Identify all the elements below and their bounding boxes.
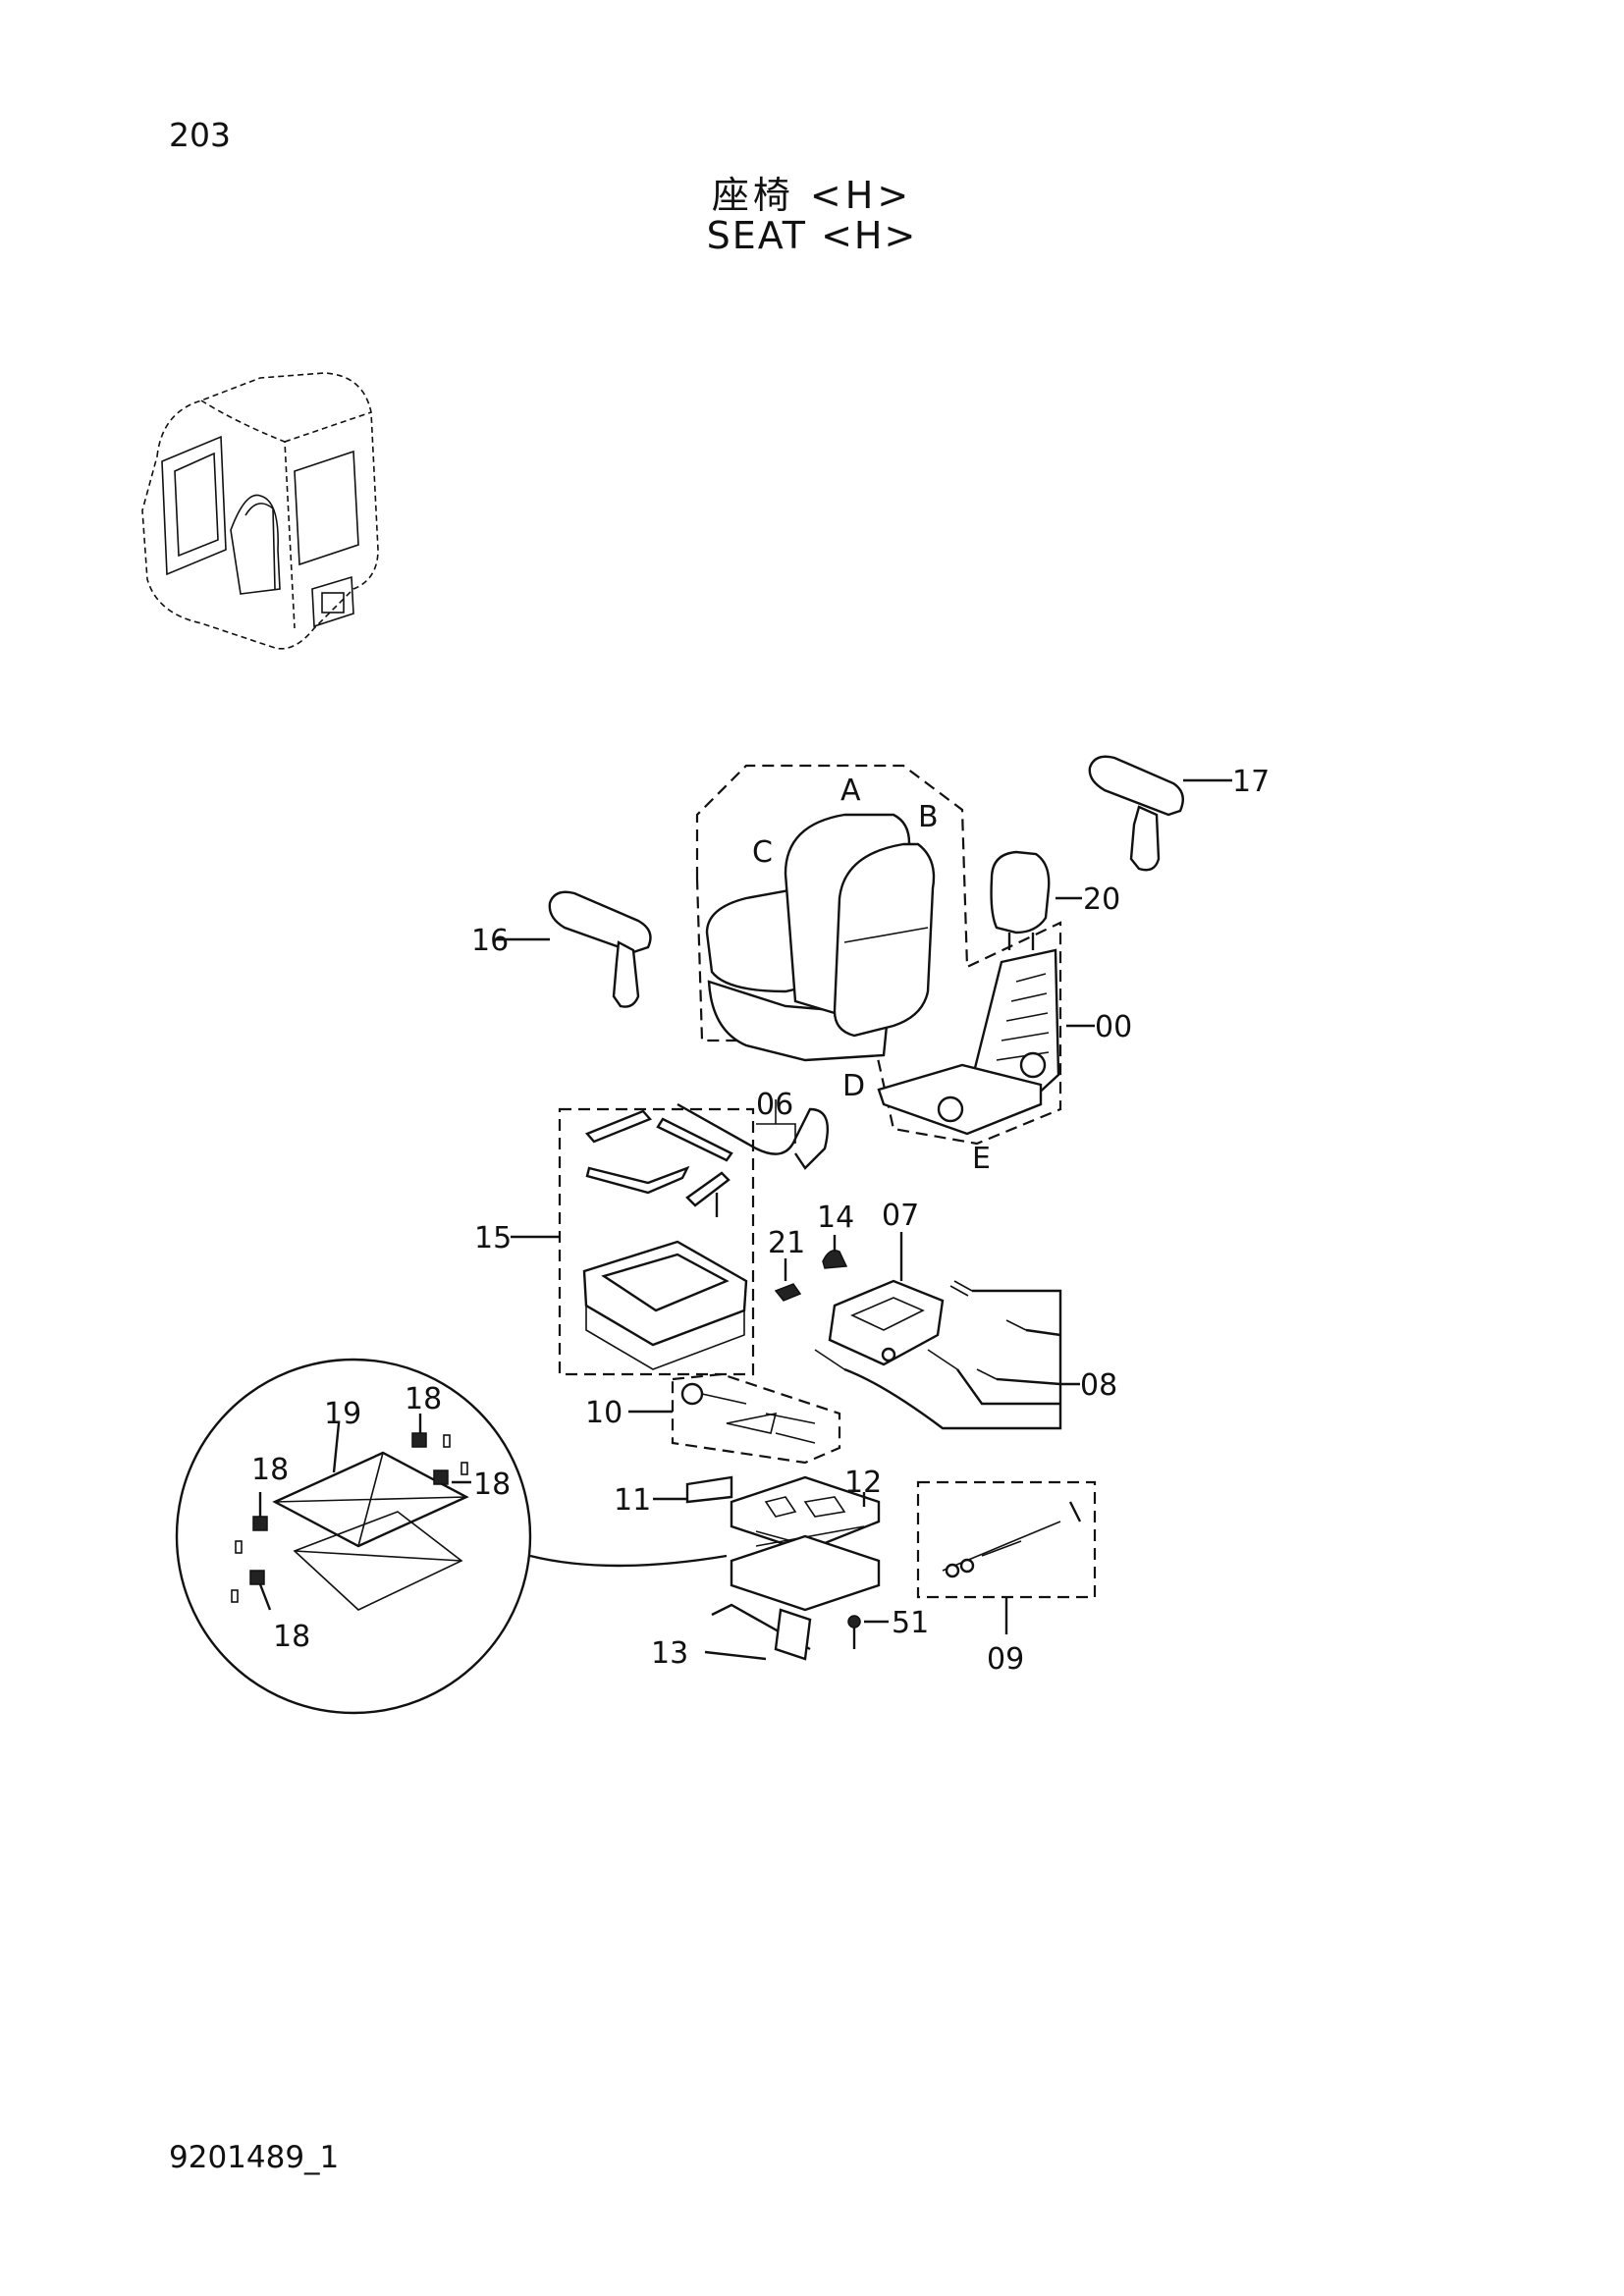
bolt-51: [847, 1615, 889, 1649]
bracket-11: [653, 1475, 733, 1504]
callout-18b: 18: [251, 1453, 289, 1487]
callout-20: 20: [1083, 882, 1120, 917]
callout-C: C: [752, 835, 773, 870]
suspension-12: [730, 1475, 881, 1612]
callout-16: 16: [471, 924, 509, 958]
callout-51: 51: [892, 1606, 929, 1640]
page-number: 203: [169, 116, 231, 154]
document-id: 9201489_1: [169, 2140, 340, 2175]
callout-12: 12: [844, 1466, 882, 1500]
callout-B: B: [918, 800, 939, 834]
detail-circle: [175, 1358, 728, 1715]
hardware-kit-09: [916, 1480, 1097, 1634]
callout-07: 07: [882, 1199, 919, 1233]
callout-15: 15: [474, 1221, 512, 1255]
callout-13: 13: [651, 1636, 688, 1671]
title-english: SEAT <H>: [706, 214, 918, 257]
callout-00: 00: [1095, 1010, 1132, 1044]
callout-18c: 18: [473, 1468, 511, 1502]
armrest-right-17: [1056, 755, 1232, 900]
callout-21: 21: [768, 1226, 805, 1260]
callout-06: 06: [756, 1088, 793, 1122]
callout-A: A: [840, 774, 861, 808]
parts-kit-10: [628, 1372, 841, 1465]
bracket-07: [828, 1232, 945, 1366]
callout-08: 08: [1080, 1368, 1117, 1403]
callout-D: D: [842, 1069, 865, 1103]
callout-14: 14: [817, 1201, 854, 1235]
armrest-left-16: [496, 890, 652, 1008]
callout-19: 19: [324, 1397, 361, 1431]
callout-18a: 18: [405, 1382, 442, 1416]
lever-13: [704, 1603, 812, 1661]
callout-17: 17: [1232, 765, 1270, 799]
callout-10: 10: [585, 1396, 623, 1430]
callout-09: 09: [987, 1642, 1024, 1677]
springs-08: [814, 1280, 1080, 1430]
seat-assembly-group: [695, 764, 1095, 1146]
callout-E: E: [972, 1142, 991, 1176]
slide-rail-kit-15: [511, 1107, 755, 1376]
cab-location-thumbnail: [141, 372, 379, 650]
callout-labels: 17 20 00 16 A B C D E 06 15 14 07 21 08 …: [251, 765, 1270, 1677]
knob-14: [822, 1235, 848, 1269]
title-japanese: 座椅 <H>: [711, 174, 913, 217]
cable-06: [677, 1099, 830, 1170]
callout-18d: 18: [273, 1620, 310, 1654]
callout-11: 11: [614, 1483, 651, 1518]
knob-21: [774, 1258, 802, 1302]
